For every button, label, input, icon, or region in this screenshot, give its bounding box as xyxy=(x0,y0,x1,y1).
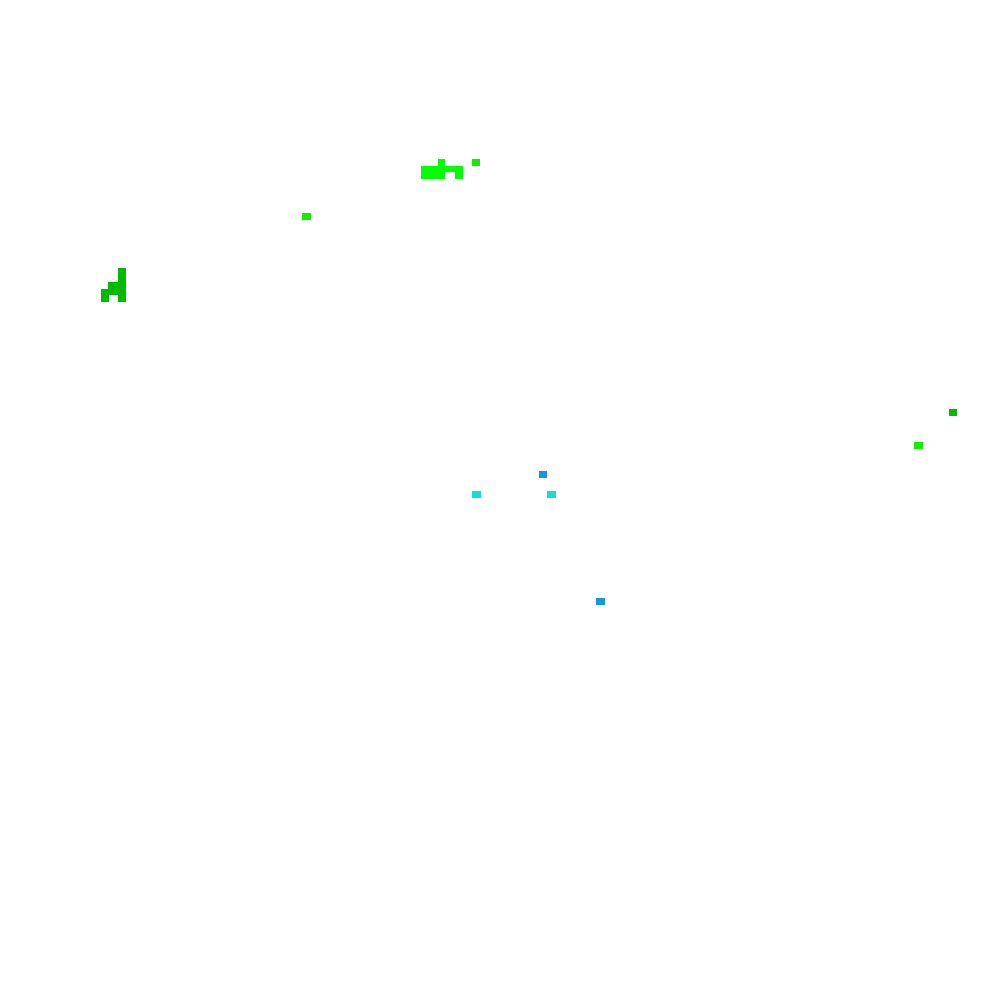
bright-green-cluster-block-2 xyxy=(438,159,445,167)
bright-green-cluster-block-4 xyxy=(455,171,463,179)
green-dot xyxy=(302,213,311,220)
cyan-dot-2 xyxy=(547,491,556,498)
blue-dot-2 xyxy=(596,598,605,605)
right-green-dot-2 xyxy=(914,442,923,449)
dark-green-cluster-block-2 xyxy=(108,282,120,295)
dark-green-cluster-block-3 xyxy=(101,289,109,302)
cyan-dot-1 xyxy=(472,491,481,498)
blue-dot-1 xyxy=(539,471,547,478)
bright-green-dot-top xyxy=(472,159,480,166)
bright-green-cluster-block-3 xyxy=(444,166,463,172)
bright-green-cluster-block-1 xyxy=(421,166,445,179)
right-green-dot-1 xyxy=(949,409,957,416)
dark-green-cluster-block-1 xyxy=(118,268,126,302)
